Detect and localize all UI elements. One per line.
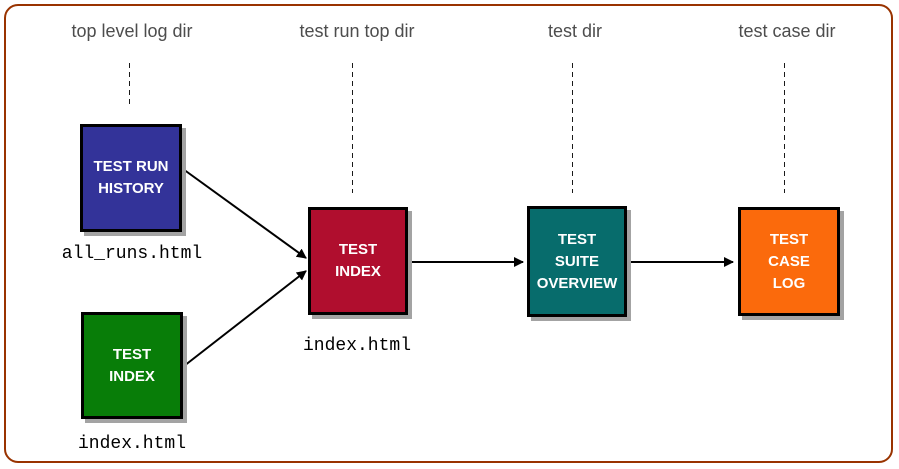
dashed-guide-test-dir (572, 63, 573, 193)
diagram-border-frame (4, 4, 893, 463)
node-test-suite-overview-label: TEST SUITE OVERVIEW (536, 230, 618, 292)
node-test-index-run-label: TEST INDEX (335, 241, 381, 280)
column-header-test-run-top-dir: test run top dir (299, 21, 415, 41)
file-label-index-html-run: index.html (302, 336, 412, 356)
node-test-index-top-level: TEST INDEX (81, 312, 183, 419)
column-header-test-case-dir: test case dir (738, 21, 836, 41)
dashed-guide-test-run-top-dir (352, 63, 353, 193)
node-test-index-top-level-label: TEST INDEX (109, 345, 155, 385)
node-test-case-log-label: TEST CASE LOG (768, 230, 810, 292)
node-test-run-history: TEST RUN HISTORY (80, 124, 182, 232)
node-test-index-run: TEST INDEX (308, 207, 408, 315)
node-test-suite-overview: TEST SUITE OVERVIEW (527, 206, 627, 317)
file-label-all-runs-html: all_runs.html (61, 244, 203, 264)
column-header-test-dir: test dir (547, 21, 603, 41)
column-header-top-level-log-dir: top level log dir (71, 21, 193, 41)
file-label-index-html-top-level: index.html (77, 434, 187, 454)
node-test-case-log: TEST CASE LOG (738, 207, 840, 316)
node-test-run-history-label: TEST RUN HISTORY (93, 158, 169, 197)
dashed-guide-test-case-dir (784, 63, 785, 193)
dashed-guide-top-level-log-dir (129, 63, 130, 107)
